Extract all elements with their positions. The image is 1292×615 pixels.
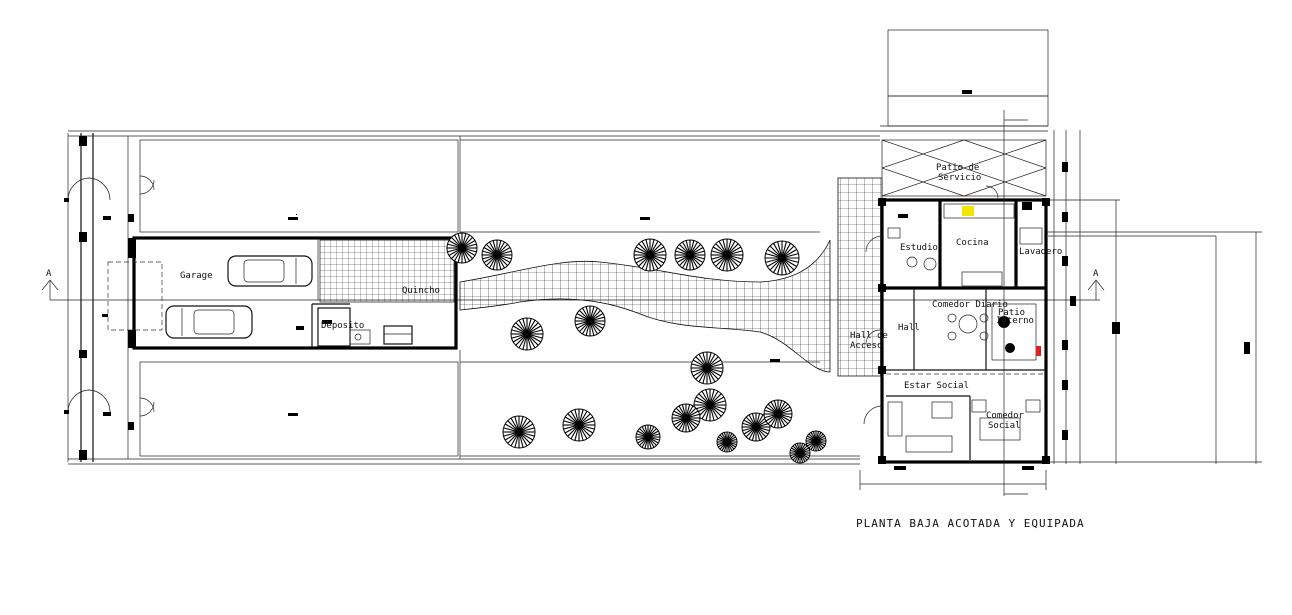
tree-icon [671, 403, 701, 433]
label-hall-acceso-2: Acceso [850, 341, 883, 351]
tree-icon [693, 388, 727, 422]
section-mark-right-label: A [1093, 269, 1099, 279]
label-comedor-social-1: Comedor [986, 411, 1025, 421]
garden-walkway [459, 239, 831, 373]
tree-icon [741, 412, 771, 442]
red-highlight [1036, 346, 1041, 356]
label-deposito: Deposito [321, 321, 364, 331]
tree-icon [764, 240, 800, 276]
tree-icon [633, 238, 667, 272]
tree-icon [674, 239, 706, 271]
label-cocina: Cocina [956, 238, 989, 248]
tree-icon [510, 317, 544, 351]
car-lower [165, 305, 253, 339]
tree-icon [763, 399, 793, 429]
label-comedor-diario: Comedor Diario [932, 300, 1008, 310]
dimension-ticks [102, 214, 780, 416]
label-patio-interno-2: Interno [996, 316, 1034, 326]
section-mark-left: A [41, 269, 59, 300]
deposito-room [296, 307, 413, 347]
entry-gate-upper [64, 177, 111, 220]
label-patio-servicio-1: Patio de [936, 163, 979, 173]
section-mark-right: A [1087, 269, 1105, 300]
gate-leaves [79, 136, 155, 460]
label-patio-servicio-2: Servicio [938, 173, 981, 183]
tree-icon [716, 431, 738, 453]
tree-icon [710, 238, 744, 272]
drawing-title: PLANTA BAJA ACOTADA Y EQUIPADA [856, 517, 1085, 530]
tree-icon [502, 415, 536, 449]
label-garage: Garage [180, 271, 213, 281]
tree-icon [481, 239, 513, 271]
tree-icon [805, 430, 827, 452]
quincho-floor-grid [319, 239, 455, 303]
garage-block [107, 236, 458, 350]
site-boundary [50, 130, 1100, 465]
label-quincho: Quincho [402, 286, 440, 296]
yellow-highlight [962, 206, 974, 216]
dimension-lines [859, 110, 1262, 496]
label-estudio: Estudio [900, 243, 938, 253]
tree-icon [690, 351, 724, 385]
tree-icon [446, 232, 478, 264]
label-comedor-social-2: Social [988, 421, 1021, 431]
entry-gate-lower [64, 389, 111, 416]
label-hall-acceso-1: Hall de [850, 331, 888, 341]
car-upper [227, 255, 313, 287]
section-mark-left-label: A [46, 269, 52, 279]
house [863, 29, 1050, 470]
label-hall: Hall [898, 323, 920, 333]
tree-icon [574, 305, 606, 337]
patio-grid-left [837, 177, 883, 377]
trees [446, 232, 827, 464]
tree-icon [635, 424, 661, 450]
label-estar-social: Estar Social [904, 381, 969, 391]
label-lavadero: Lavadero [1019, 247, 1062, 257]
tree-icon [789, 442, 811, 464]
tree-icon [562, 408, 596, 442]
label-patio-interno-1: Patio [998, 308, 1025, 318]
